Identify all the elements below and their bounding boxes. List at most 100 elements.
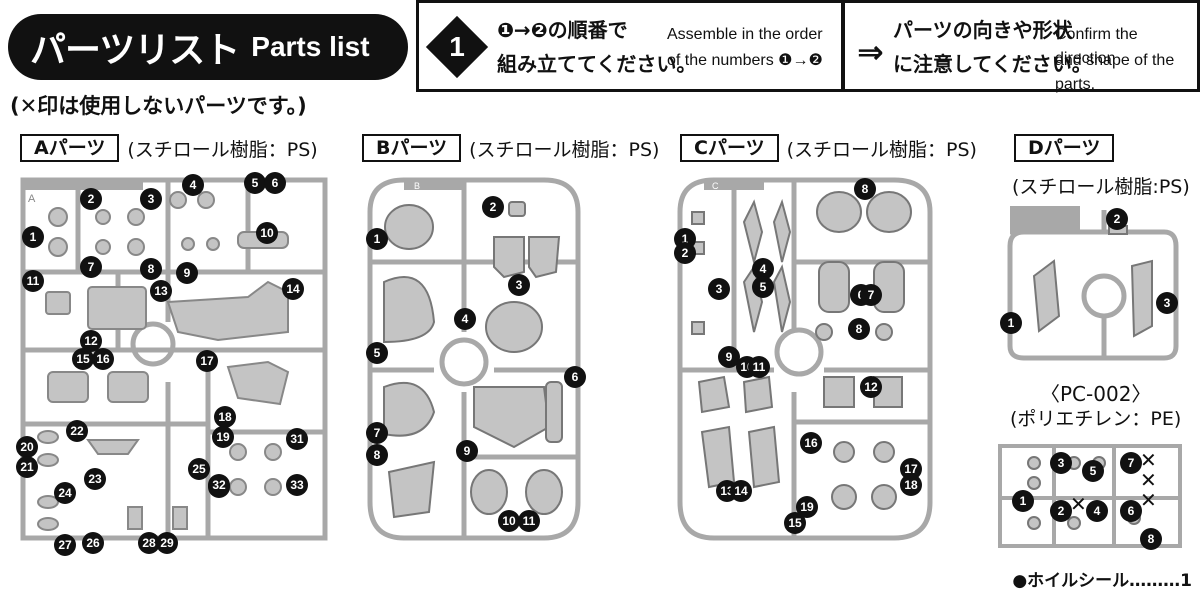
part-number-b-4: 4 — [454, 308, 476, 330]
unused-x-mark: ✕ — [1140, 468, 1157, 492]
instruction-ja-line1: ❶→❷の順番で — [497, 18, 628, 42]
part-number-a-27: 27 — [54, 534, 76, 556]
part-number-a-13: 13 — [150, 280, 172, 302]
part-number-a-26: 26 — [82, 532, 104, 554]
part-number-a-16: 16 — [92, 348, 114, 370]
part-number-a-18: 18 — [214, 406, 236, 428]
part-number-pc-3: 3 — [1050, 452, 1072, 474]
part-number-b-8: 8 — [366, 444, 388, 466]
part-number-a-24: 24 — [54, 482, 76, 504]
part-number-a-17: 17 — [196, 350, 218, 372]
part-number-pc-5: 5 — [1082, 460, 1104, 482]
part-number-a-31: 31 — [286, 428, 308, 450]
pc-title: 〈PC-002〉 — [1040, 382, 1152, 406]
runner-c-tag: C — [712, 181, 719, 191]
instruction2-ja-line1: パーツの向きや形状 — [893, 18, 1073, 42]
part-number-c-9: 9 — [718, 346, 740, 368]
unused-x-mark: ✕ — [1070, 492, 1087, 516]
instruction2-ja-line2: に注意してください。 — [893, 52, 1092, 76]
parts-list-title: パーツリスト Parts list — [8, 14, 408, 80]
runner-d-label: Dパーツ — [1014, 134, 1115, 162]
part-number-a-19: 19 — [212, 426, 234, 448]
step-number: 1 — [449, 31, 465, 62]
runner-d-tag: D — [1082, 213, 1089, 224]
instruction-en-line1: Assemble in the order — [667, 26, 823, 43]
unused-x-mark: ✕ — [1140, 448, 1157, 472]
part-number-b-6: 6 — [564, 366, 586, 388]
part-number-a-6: 6 — [264, 172, 286, 194]
runner-a-tag: A — [28, 193, 36, 205]
runner-d-frame: D — [1007, 206, 1179, 361]
part-number-c-15: 15 — [784, 512, 806, 534]
part-number-a-32: 32 — [208, 474, 230, 496]
part-number-c-19: 19 — [796, 496, 818, 518]
runner-b-material: (スチロール樹脂：PS) — [469, 138, 660, 161]
part-number-c-12: 12 — [860, 376, 882, 398]
part-number-a-14: 14 — [282, 278, 304, 300]
part-number-d-1: 1 — [1000, 312, 1022, 334]
instruction-ja-line2: 組み立ててください。 — [497, 52, 697, 76]
part-number-c-3: 3 — [708, 278, 730, 300]
runner-b-label: Bパーツ — [362, 134, 462, 162]
title-en: Parts list — [251, 31, 370, 62]
part-number-c-2: 2 — [674, 242, 696, 264]
part-number-a-10: 10 — [256, 222, 278, 244]
part-number-pc-6: 6 — [1120, 500, 1142, 522]
runner-c-material: (スチロール樹脂：PS) — [786, 138, 977, 161]
part-number-c-8: 8 — [854, 178, 876, 200]
part-number-a-25: 25 — [188, 458, 210, 480]
part-number-a-23: 23 — [84, 468, 106, 490]
part-number-a-29: 29 — [156, 532, 178, 554]
part-number-c-14: 14 — [730, 480, 752, 502]
part-number-b-10: 10 — [498, 510, 520, 532]
runner-b-tag: B — [414, 181, 420, 191]
runner-c-header: Cパーツ (スチロール樹脂：PS) — [680, 134, 977, 162]
runner-a-label: Aパーツ — [20, 134, 120, 162]
part-number-c-4: 4 — [752, 258, 774, 280]
part-number-a-7: 7 — [80, 256, 102, 278]
part-number-a-33: 33 — [286, 474, 308, 496]
part-number-a-8: 8 — [140, 258, 162, 280]
part-number-a-21: 21 — [16, 456, 38, 478]
part-number-b-11: 11 — [518, 510, 540, 532]
part-number-b-3: 3 — [508, 274, 530, 296]
runner-b-frame: B — [367, 177, 581, 541]
part-number-a-3: 3 — [140, 188, 162, 210]
part-number-a-20: 20 — [16, 436, 38, 458]
part-number-c-11: 11 — [748, 356, 770, 378]
part-number-b-5: 5 — [366, 342, 388, 364]
part-number-a-4: 4 — [182, 174, 204, 196]
direction-arrow-icon: ⇒ — [857, 33, 884, 71]
part-number-d-3: 3 — [1156, 292, 1178, 314]
part-number-a-5: 5 — [244, 172, 266, 194]
unused-x-mark: ✕ — [1140, 488, 1157, 512]
part-number-a-28: 28 — [138, 532, 160, 554]
runner-d-header: Dパーツ — [1014, 134, 1122, 162]
instruction-direction-shape: ⇒ パーツの向きや形状 に注意してください。 Confirm the direc… — [842, 0, 1200, 93]
part-number-a-12: 12 — [80, 330, 102, 352]
part-number-pc-8: 8 — [1140, 528, 1162, 550]
part-number-b-7: 7 — [366, 422, 388, 444]
runner-a-frame: A — [20, 177, 328, 541]
runner-a-material: (スチロール樹脂：PS) — [127, 138, 318, 161]
runner-a-header: Aパーツ (スチロール樹脂：PS) — [20, 134, 318, 162]
part-number-c-7: 7 — [860, 284, 882, 306]
part-number-pc-7: 7 — [1120, 452, 1142, 474]
part-number-pc-1: 1 — [1012, 490, 1034, 512]
part-number-b-2: 2 — [482, 196, 504, 218]
instruction2-en-line2: and shape of the parts. — [1055, 52, 1175, 93]
part-number-a-22: 22 — [66, 420, 88, 442]
part-number-a-15: 15 — [72, 348, 94, 370]
runner-c-label: Cパーツ — [680, 134, 779, 162]
unused-parts-note: (✕印は使用しないパーツです。) — [10, 94, 307, 118]
runner-d-material: (スチロール樹脂:PS) — [1012, 176, 1190, 198]
title-ja: パーツリスト — [30, 30, 240, 71]
part-number-a-11: 11 — [22, 270, 44, 292]
part-number-pc-2: 2 — [1050, 500, 1072, 522]
instruction2-en-line1: Confirm the direction — [1055, 26, 1138, 67]
part-number-c-16: 16 — [800, 432, 822, 454]
pc-material: (ポリエチレン：PE) — [1010, 408, 1182, 430]
part-number-c-5: 5 — [752, 276, 774, 298]
part-number-c-18: 18 — [900, 474, 922, 496]
part-number-c-8: 8 — [848, 318, 870, 340]
